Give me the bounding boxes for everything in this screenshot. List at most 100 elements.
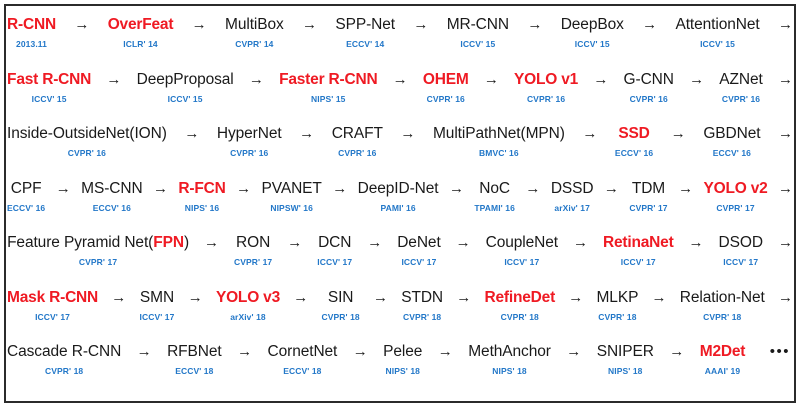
timeline-node-name: MLKP	[596, 288, 639, 306]
flow-arrow-icon: →	[413, 16, 429, 33]
timeline-node-venue: CVPR' 17	[629, 202, 668, 213]
flow-arrow-icon: →	[777, 234, 793, 252]
timeline-node-name: MS-CNN	[81, 179, 143, 197]
timeline-node-venue: ICCV' 15	[460, 39, 496, 49]
flow-arrow-icon: →	[187, 288, 203, 306]
timeline-node-venue: NIPSW' 16	[270, 202, 313, 213]
timeline-node-venue: BMVC' 16	[479, 148, 519, 159]
timeline-node-name: DeNet	[397, 234, 441, 252]
timeline-node-venue: ECCV' 18	[175, 366, 214, 377]
timeline-node-venue: CVPR' 16	[526, 93, 566, 104]
timeline-node[interactable]: MultiPathNet(MPN) BMVC' 16	[432, 124, 566, 159]
timeline-node-venue: NIPS' 16	[184, 202, 220, 213]
timeline-node-name: DSOD	[718, 234, 763, 252]
timeline-node-venue: NIPS' 18	[492, 366, 527, 377]
flow-arrow-icon: →	[689, 70, 705, 88]
timeline-node-venue: ECCV' 16	[614, 148, 654, 159]
timeline-node-venue: 2013.11	[16, 39, 47, 49]
timeline-node[interactable]: Inside-OutsideNet(ION)CVPR' 16	[6, 124, 168, 159]
timeline-node-name: NoC	[479, 179, 511, 197]
timeline-node-venue: ICCV' 17	[723, 257, 759, 268]
flow-arrow-icon: →	[527, 16, 543, 33]
timeline-node-venue: ECCV' 16	[7, 202, 46, 213]
flow-arrow-icon: →	[573, 234, 588, 252]
flow-arrow-icon: →	[651, 288, 667, 306]
timeline-node-name: SMN	[139, 288, 175, 306]
timeline-node-venue: CVPR' 16	[629, 93, 668, 104]
timeline-node-venue: CVPR' 18	[703, 311, 742, 322]
flow-arrow-icon: →	[287, 234, 303, 252]
timeline-node[interactable]: Feature Pyramid Net(FPN)CVPR' 17	[6, 233, 190, 268]
flow-arrow-icon: →	[367, 234, 383, 252]
timeline-node-name: RefineDet	[484, 288, 556, 306]
timeline-node[interactable]: DSOD ICCV' 17	[718, 233, 764, 268]
timeline-node-venue: ICCV' 17	[35, 311, 71, 322]
timeline-node-name: RFBNet	[167, 343, 222, 361]
timeline-node-name: Cascade R-CNN	[7, 343, 122, 361]
timeline-node-name: DeepID-Net	[357, 179, 439, 197]
flow-arrow-icon: →	[456, 288, 472, 306]
timeline-node-name: OverFeat	[107, 16, 174, 33]
timeline-node-name: CoupleNet	[485, 234, 558, 252]
timeline-node-name: MultiPathNet(MPN)	[432, 125, 565, 143]
flow-arrow-icon: →	[372, 288, 388, 306]
timeline-node-name: CornetNet	[267, 343, 338, 361]
timeline-node-name: RetinaNet	[603, 234, 674, 252]
timeline-node-name: SNIPER	[596, 343, 654, 361]
flow-arrow-icon: →	[777, 16, 793, 33]
timeline-node-venue: CVPR' 18	[402, 311, 442, 322]
flow-arrow-icon: →	[74, 16, 90, 33]
